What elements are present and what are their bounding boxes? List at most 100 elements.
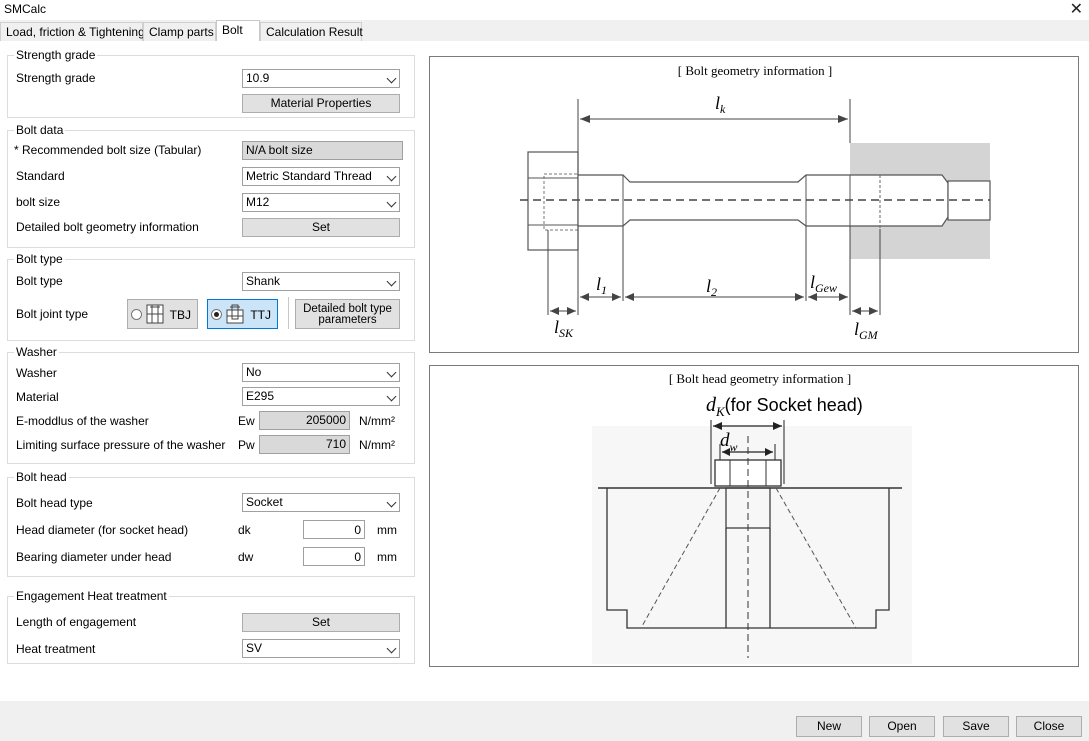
engagement-heat-treatment-group: Engagement Heat treatment Length of enga… <box>7 589 415 664</box>
head-diameter-symbol: dk <box>238 523 251 537</box>
bolt-shank-shape <box>577 174 949 227</box>
surface-pressure-field: 710 <box>259 435 350 454</box>
tab-bar: Load, friction & Tightening Clamp parts … <box>0 20 1089 41</box>
bolt-data-group: Bolt data * Recommended bolt size (Tabul… <box>7 123 415 248</box>
tbj-option[interactable]: TBJ <box>127 299 198 329</box>
washer-label: Washer <box>16 366 57 380</box>
close-button[interactable]: Close <box>1016 716 1082 737</box>
washer-material-label: Material <box>16 390 59 404</box>
new-button[interactable]: New <box>796 716 862 737</box>
bolt-tab-content: Strength grade Strength grade 10.9 Mater… <box>0 41 1089 701</box>
tab-load-friction[interactable]: Load, friction & Tightening <box>0 22 145 41</box>
chevron-down-icon <box>386 276 397 287</box>
params-line1: Detailed bolt type <box>303 303 392 315</box>
washer-group: Washer Washer No Material E295 E-moddlus… <box>7 345 415 464</box>
bearing-diameter-input[interactable] <box>303 547 365 566</box>
strength-grade-select[interactable]: 10.9 <box>242 69 400 88</box>
detailed-geometry-label: Detailed bolt geometry information <box>16 220 199 234</box>
bolt-head-type-label: Bolt head type <box>16 496 93 510</box>
bolt-geometry-diagram: [ Bolt geometry information ] lk <box>520 63 991 342</box>
recommended-bolt-size-label: * Recommended bolt size (Tabular) <box>14 143 202 157</box>
group-title: Engagement Heat treatment <box>14 589 169 603</box>
tbj-label: TBJ <box>169 308 191 322</box>
lsk-label: lSK <box>554 317 574 340</box>
head-diameter-input[interactable] <box>303 520 365 539</box>
chevron-down-icon <box>386 391 397 402</box>
open-button[interactable]: Open <box>869 716 935 737</box>
geometry-set-button[interactable]: Set <box>242 218 400 237</box>
strength-grade-group: Strength grade Strength grade 10.9 Mater… <box>7 48 415 118</box>
emodulus-field: 205000 <box>259 411 350 430</box>
params-line2: parameters <box>318 314 377 326</box>
head-diameter-label: Head diameter (for socket head) <box>16 523 189 537</box>
group-title: Bolt head <box>14 470 69 484</box>
bolt-type-select[interactable]: Shank <box>242 272 400 291</box>
strength-grade-label: Strength grade <box>16 71 96 85</box>
chevron-down-icon <box>386 73 397 84</box>
bolt-head-type-value: Socket <box>246 495 283 509</box>
group-title: Washer <box>14 345 59 359</box>
lk-label: lk <box>715 93 726 116</box>
ttj-label: TTJ <box>250 308 271 322</box>
chevron-down-icon <box>386 367 397 378</box>
bolt-head-geometry-panel: [ Bolt head geometry information ] dK(fo… <box>429 365 1079 667</box>
l2-label: l2 <box>706 276 717 299</box>
lgew-label: lGew <box>810 272 837 295</box>
lgm-label: lGM <box>854 319 879 342</box>
chevron-down-icon <box>386 497 397 508</box>
l1-label: l1 <box>596 274 607 297</box>
bearing-diameter-unit: mm <box>377 550 397 564</box>
tab-bolt[interactable]: Bolt <box>216 20 260 41</box>
surface-pressure-label: Limiting surface pressure of the washer <box>16 438 226 452</box>
bearing-diameter-symbol: dw <box>238 550 254 564</box>
chevron-down-icon <box>386 643 397 654</box>
strength-grade-value: 10.9 <box>246 71 270 85</box>
chevron-down-icon <box>386 197 397 208</box>
bolt-joint-type-label: Bolt joint type <box>16 307 89 321</box>
group-title: Bolt data <box>14 123 66 137</box>
washer-select[interactable]: No <box>242 363 400 382</box>
standard-select[interactable]: Metric Standard Thread <box>242 167 400 186</box>
tab-clamp-parts[interactable]: Clamp parts <box>143 22 216 41</box>
heat-treatment-select[interactable]: SV <box>242 639 400 658</box>
tbj-joint-icon <box>146 304 164 324</box>
bolt-head-shape <box>527 151 579 251</box>
ttj-joint-icon <box>226 304 244 324</box>
ttj-radio[interactable] <box>211 309 222 320</box>
standard-label: Standard <box>16 169 65 183</box>
recommended-bolt-size-field: N/A bolt size <box>242 141 403 160</box>
tbj-radio[interactable] <box>131 309 142 320</box>
head-diameter-unit: mm <box>377 523 397 537</box>
material-properties-button[interactable]: Material Properties <box>242 94 400 113</box>
surface-pressure-unit: N/mm² <box>359 438 395 452</box>
bolt-size-label: bolt size <box>16 195 61 209</box>
ttj-option[interactable]: TTJ <box>207 299 278 329</box>
save-button[interactable]: Save <box>943 716 1009 737</box>
standard-value: Metric Standard Thread <box>246 169 372 183</box>
tab-calculation-result[interactable]: Calculation Result <box>260 22 363 41</box>
engagement-set-button[interactable]: Set <box>242 613 400 632</box>
washer-material-select[interactable]: E295 <box>242 387 400 406</box>
close-icon[interactable]: ✕ <box>1069 1 1083 18</box>
detailed-bolt-type-parameters-button[interactable]: Detailed bolt type parameters <box>295 299 400 329</box>
bearing-diameter-label: Bearing diameter under head <box>16 550 172 564</box>
chevron-down-icon <box>386 171 397 182</box>
bolt-head-diagram: [ Bolt head geometry information ] dK(fo… <box>592 371 912 664</box>
emodulus-label: E-moddlus of the washer <box>16 414 149 428</box>
bolt-type-value: Shank <box>246 274 281 288</box>
bolt-head-type-select[interactable]: Socket <box>242 493 400 512</box>
bolt-size-value: M12 <box>246 195 270 209</box>
heat-treatment-value: SV <box>246 641 263 655</box>
length-of-engagement-label: Length of engagement <box>16 615 137 629</box>
bolt-geometry-panel: [ Bolt geometry information ] lk <box>429 56 1079 353</box>
bolt-size-select[interactable]: M12 <box>242 193 400 212</box>
bolt-type-group: Bolt type Bolt type Shank Bolt joint typ… <box>7 252 415 341</box>
washer-material-value: E295 <box>246 389 275 403</box>
surface-pressure-symbol: Pw <box>238 438 255 452</box>
heat-treatment-label: Heat treatment <box>16 642 96 656</box>
emodulus-symbol: Ew <box>238 414 255 428</box>
dw-diagram-label: dw <box>720 430 738 454</box>
dk-diagram-label: dK(for Socket head) <box>706 394 863 419</box>
geometry-panel-title: [ Bolt geometry information ] <box>678 63 833 78</box>
emodulus-unit: N/mm² <box>359 414 395 428</box>
